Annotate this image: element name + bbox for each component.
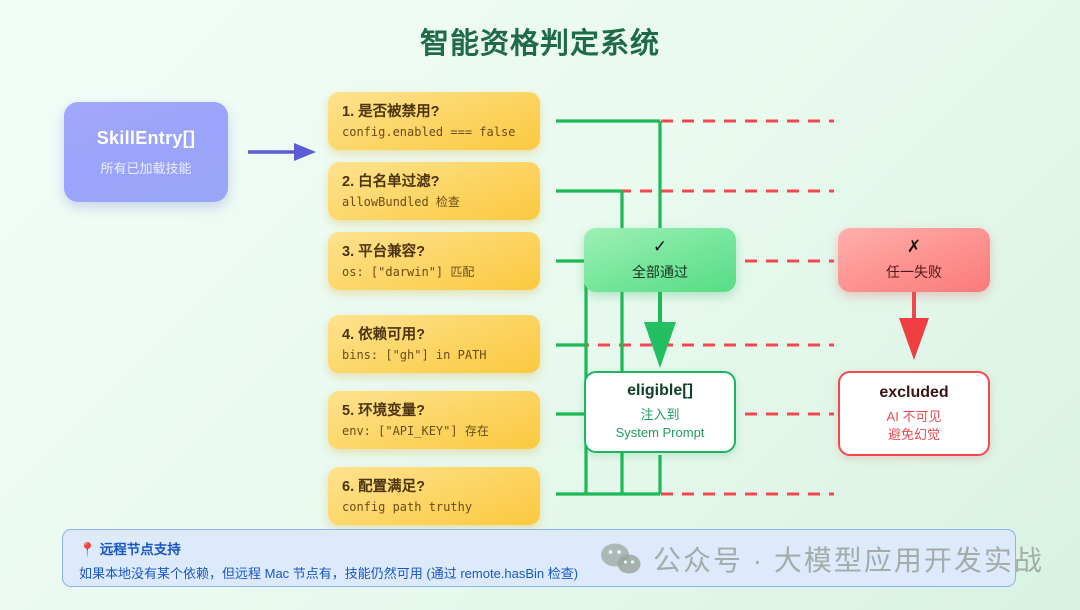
gate-all-pass[interactable]: ✓ 全部通过: [584, 228, 736, 292]
gate-any-fail[interactable]: ✗ 任一失败: [838, 228, 990, 292]
right-arrow-icon: [248, 143, 316, 161]
result-excluded-title: excluded: [879, 383, 949, 401]
footer-note-heading-text: 远程节点支持: [99, 542, 181, 557]
result-excluded-line2: AI 不可见: [886, 408, 942, 424]
gate-pass-label: 全部通过: [632, 264, 688, 280]
pass-arrow-icon: [644, 292, 676, 368]
condition-box-3[interactable]: 3. 平台兼容? os: ["darwin"] 匹配: [328, 232, 540, 290]
result-eligible-line3: System Prompt: [615, 425, 705, 440]
condition-code: os: ["darwin"] 匹配: [342, 264, 475, 279]
pin-icon: 📍: [79, 542, 96, 557]
condition-box-1[interactable]: 1. 是否被禁用? config.enabled === false: [328, 92, 540, 150]
condition-code: allowBundled 检查: [342, 194, 460, 209]
gate-fail-label: 任一失败: [886, 264, 942, 280]
result-eligible-line2: 注入到: [640, 407, 680, 423]
page-title: 智能资格判定系统: [419, 28, 660, 60]
fail-arrow-icon: [899, 292, 929, 360]
condition-box-6[interactable]: 6. 配置满足? config path truthy: [328, 467, 540, 525]
footer-note: 📍远程节点支持 如果本地没有某个依赖，但远程 Mac 节点有，技能仍然可用 (通…: [62, 529, 1016, 587]
condition-question: 5. 环境变量?: [342, 402, 425, 419]
condition-question: 1. 是否被禁用?: [342, 103, 440, 120]
condition-code: env: ["API_KEY"] 存在: [342, 423, 489, 438]
condition-box-2[interactable]: 2. 白名单过滤? allowBundled 检查: [328, 162, 540, 220]
source-node-skillentry: SkillEntry[] 所有已加载技能: [64, 102, 228, 202]
condition-question: 6. 配置满足?: [342, 478, 425, 495]
cross-icon: ✗: [906, 237, 922, 256]
condition-code: config path truthy: [342, 499, 473, 514]
condition-code: config.enabled === false: [342, 124, 516, 139]
footer-note-heading: 📍远程节点支持: [79, 538, 1015, 558]
result-excluded[interactable]: excluded AI 不可见 避免幻觉: [838, 371, 990, 456]
condition-question: 2. 白名单过滤?: [342, 173, 440, 190]
source-node-title: SkillEntry[]: [96, 127, 196, 148]
condition-box-4[interactable]: 4. 依赖可用? bins: ["gh"] in PATH: [328, 315, 540, 373]
check-icon: ✓: [652, 237, 668, 256]
result-excluded-line3: 避免幻觉: [887, 426, 940, 442]
result-eligible-title: eligible[]: [627, 382, 693, 400]
footer-note-body: 如果本地没有某个依赖，但远程 Mac 节点有，技能仍然可用 (通过 remote…: [79, 566, 579, 581]
source-node-subtitle: 所有已加载技能: [100, 160, 192, 176]
condition-box-5[interactable]: 5. 环境变量? env: ["API_KEY"] 存在: [328, 391, 540, 449]
result-eligible[interactable]: eligible[] 注入到 System Prompt: [584, 371, 736, 453]
condition-question: 3. 平台兼容?: [342, 243, 425, 260]
condition-question: 4. 依赖可用?: [342, 326, 425, 343]
condition-code: bins: ["gh"] in PATH: [342, 347, 487, 362]
